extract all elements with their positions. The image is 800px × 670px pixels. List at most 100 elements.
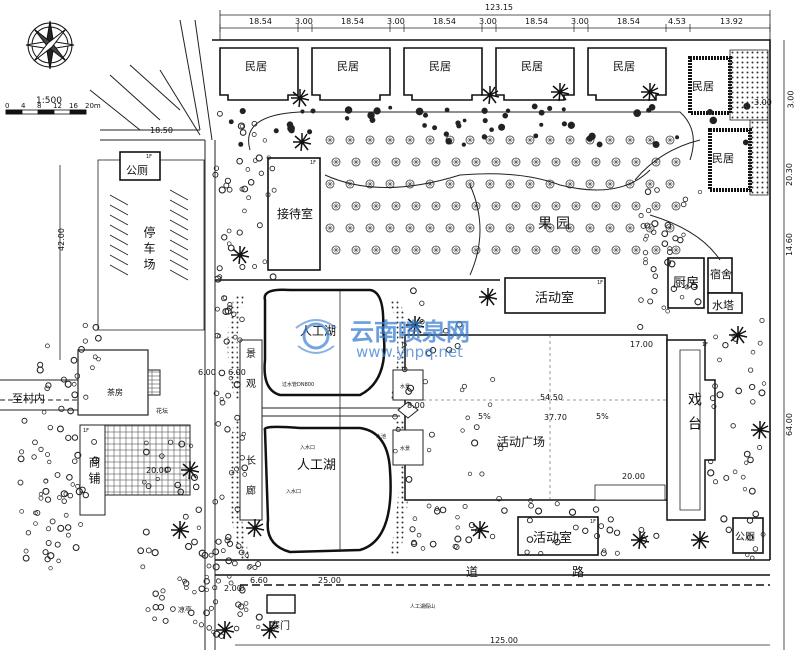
hedge-symbol [642, 249, 649, 256]
hedge-symbol [152, 604, 159, 611]
floor-tag-5: 1F [83, 428, 90, 434]
hedge-symbol [246, 565, 252, 570]
hedge-symbol [239, 264, 246, 271]
hedge-symbol [255, 561, 262, 568]
hedge-symbol [216, 265, 223, 272]
tr-symbol [625, 179, 635, 189]
hedge-symbol [195, 506, 202, 513]
bush-symbol [489, 127, 494, 133]
tr-symbol [345, 223, 355, 233]
hedge-symbol [652, 273, 659, 279]
hedge-symbol [49, 518, 56, 525]
tr-symbol [431, 157, 441, 167]
hedge-symbol [429, 540, 437, 548]
hedge-symbol [72, 544, 80, 552]
hedge-symbol [41, 409, 47, 415]
hedge-symbol [644, 233, 650, 239]
tr-symbol [365, 223, 375, 233]
bush-symbol [415, 107, 424, 116]
watermark-url: www.ynpq.net [356, 343, 464, 361]
hedge-symbol [204, 587, 209, 592]
hedge-symbol [262, 259, 268, 265]
hedge-symbol [226, 228, 232, 234]
hedge-symbol [454, 535, 462, 543]
hedge-symbol [730, 423, 736, 429]
hedge-symbol [419, 300, 425, 306]
residence-6: 民居 [692, 80, 714, 93]
tr-symbol [545, 179, 555, 189]
bush-symbol [310, 108, 316, 114]
top-total-dim: 123.15 [485, 3, 513, 12]
bush-symbol [461, 142, 466, 147]
tr-symbol [611, 157, 621, 167]
hedge-symbol [71, 391, 79, 399]
bush-symbol [344, 106, 353, 114]
tr-symbol [551, 157, 561, 167]
activity-room-bottom-label: 活动室 [533, 531, 573, 546]
watermark-logo-icon [292, 316, 340, 356]
top-dim-8: 3.00 [571, 17, 589, 26]
hedge-symbol [218, 369, 226, 377]
hedge-symbol [54, 541, 61, 548]
plaza-dim-6: 20.00 [622, 472, 645, 481]
hedge-symbol [735, 387, 743, 395]
tr-symbol [631, 201, 641, 211]
tr-symbol [385, 135, 395, 145]
to-village-label: 至村内 [12, 392, 45, 405]
bush-symbol [538, 109, 545, 116]
tr-symbol [531, 157, 541, 167]
bush-symbol [596, 141, 603, 148]
tr-symbol [665, 179, 675, 189]
corridor-char-3: 长 [246, 456, 256, 467]
tr-symbol [331, 201, 341, 211]
hedge-symbol [19, 509, 24, 514]
bush-symbol [586, 135, 593, 142]
palm-symbol [478, 287, 498, 307]
hedge-symbol [56, 495, 62, 500]
tr-symbol [485, 223, 495, 233]
scale-tick-2: 8 [37, 102, 42, 110]
hedge-symbol [212, 599, 219, 605]
hedge-symbol [184, 542, 193, 551]
hedge-symbol [672, 235, 679, 242]
tr-symbol [391, 157, 401, 167]
tr-symbol [465, 135, 475, 145]
hedge-symbol [157, 604, 165, 611]
top-dim-5: 18.54 [433, 17, 456, 26]
hedge-symbol [160, 588, 166, 594]
hedge-symbol [239, 316, 245, 323]
bottom-total-dim: 125.00 [490, 636, 518, 645]
hedge-symbol [221, 234, 228, 241]
top-dim-2: 3.00 [295, 17, 313, 26]
hedge-symbol [707, 469, 715, 477]
top-dim-9: 18.54 [617, 17, 640, 26]
hedge-symbol [245, 167, 251, 172]
bush-symbol [502, 112, 509, 119]
hedge-symbol [48, 566, 53, 571]
hedge-symbol [409, 287, 417, 295]
floor-tag-3: 1F [702, 342, 709, 348]
top-dim-10: 4.53 [668, 17, 686, 26]
tr-symbol [651, 201, 661, 211]
bush-symbol [422, 123, 427, 128]
hedge-symbol [142, 528, 150, 536]
tr-symbol [431, 245, 441, 255]
hedge-symbol [742, 486, 748, 492]
tr-symbol [505, 179, 515, 189]
hedge-symbol [697, 189, 703, 195]
bush-symbol [344, 116, 350, 121]
tr-symbol [525, 135, 535, 145]
tr-symbol [405, 135, 415, 145]
hedge-symbol [613, 529, 621, 536]
hedge-symbol [426, 503, 432, 509]
hedge-symbol [252, 264, 258, 269]
tr-symbol [605, 179, 615, 189]
hedge-symbol [258, 170, 264, 176]
palm-symbol [230, 245, 250, 265]
hedge-symbol [748, 367, 754, 373]
hedge-symbol [182, 513, 189, 520]
tr-symbol [345, 179, 355, 189]
hedge-symbol [251, 132, 257, 137]
tr-symbol [411, 201, 421, 211]
